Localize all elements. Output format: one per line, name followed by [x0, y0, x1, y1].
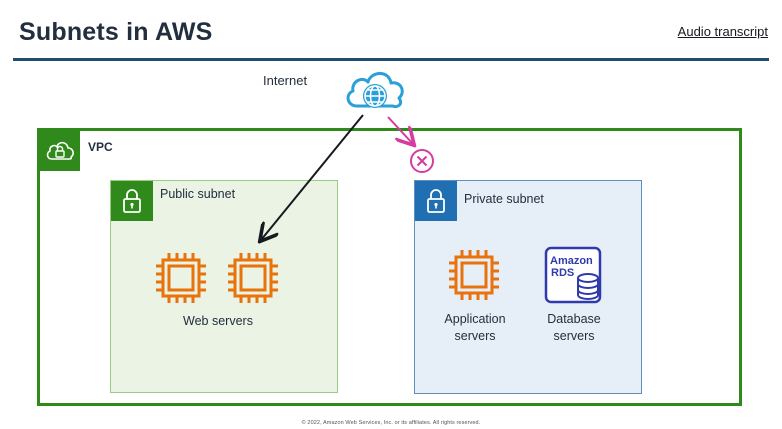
- vpc-cloud-lock-icon: [46, 141, 74, 160]
- public-subnet-label: Public subnet: [160, 187, 236, 201]
- rds-database-icon: Amazon RDS: [544, 246, 602, 304]
- title-divider: [13, 58, 769, 61]
- app-caption-line1: Application: [444, 312, 506, 326]
- ec2-chip-icon: [228, 253, 278, 303]
- padlock-icon: [123, 189, 141, 213]
- public-subnet-badge: [111, 181, 153, 221]
- private-subnet-label: Private subnet: [464, 192, 544, 206]
- private-subnet-badge: [415, 181, 457, 221]
- audio-transcript-link[interactable]: Audio transcript: [677, 24, 768, 39]
- copyright-footer: © 2022, Amazon Web Services, Inc. or its…: [301, 420, 481, 426]
- rds-text-line1: Amazon: [550, 255, 593, 267]
- database-servers-caption: Database servers: [524, 311, 624, 345]
- rds-text-line2: RDS: [551, 267, 574, 279]
- internet-label: Internet: [263, 73, 308, 88]
- db-caption-line1: Database: [547, 312, 601, 326]
- ec2-chip-icon: [156, 253, 206, 303]
- app-caption-line2: servers: [454, 329, 496, 343]
- ec2-chip-icon: [449, 250, 499, 300]
- vpc-label: VPC: [88, 140, 113, 154]
- page-title: Subnets in AWS: [19, 18, 213, 46]
- db-caption-line2: servers: [553, 329, 595, 343]
- application-servers-caption: Application servers: [425, 311, 525, 345]
- cloud-globe-icon: [346, 72, 404, 109]
- vpc-badge: [40, 131, 80, 171]
- public-subnet: Public subnet: [110, 180, 338, 393]
- web-servers-caption: Web servers: [183, 314, 253, 328]
- padlock-icon: [427, 189, 445, 213]
